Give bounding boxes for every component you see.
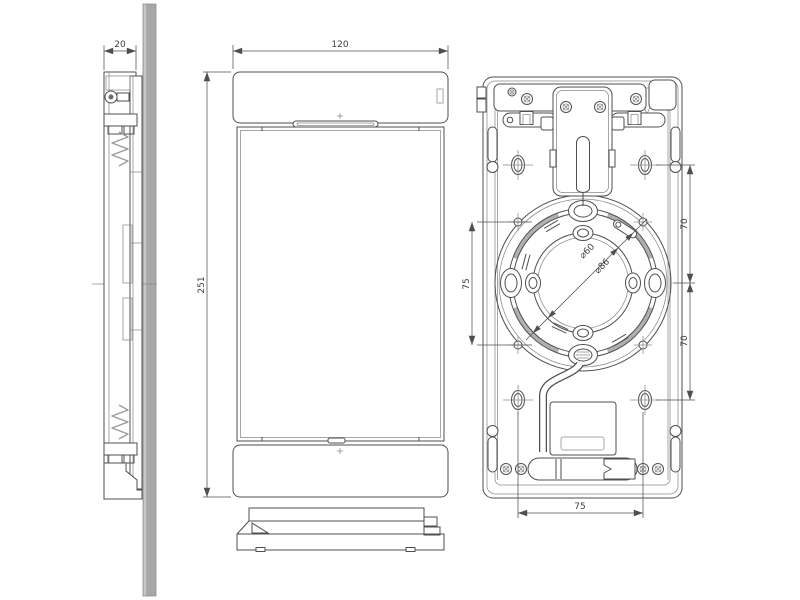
front-view: 120 251 xyxy=(197,40,449,498)
back-view: 75 70 70 75 ⌀60 ⌀86 xyxy=(462,76,695,518)
side-lock-screw xyxy=(104,90,130,104)
spring-top xyxy=(111,131,129,167)
screw xyxy=(560,101,572,113)
keyhole-slot xyxy=(576,136,590,193)
cable-compartment xyxy=(549,401,617,456)
screw xyxy=(521,93,533,105)
front-top-cap xyxy=(232,71,449,124)
dim-width-label: 120 xyxy=(331,40,348,50)
side-hooks xyxy=(486,126,682,473)
front-screen xyxy=(240,130,441,438)
center-mark-bottom xyxy=(337,448,343,454)
back-outline xyxy=(482,76,683,499)
gusset-triangle xyxy=(251,522,270,534)
screw xyxy=(652,463,664,475)
dim-left-label: 75 xyxy=(462,278,472,289)
bottom-bar xyxy=(527,457,638,481)
dim-outer-dia-label: ⌀86 xyxy=(593,257,612,276)
screw xyxy=(500,463,512,475)
front-bottom-cap xyxy=(232,444,449,498)
spring-bottom xyxy=(111,404,129,440)
base-slab xyxy=(236,533,445,551)
dim-bottom-hole-spacing: 75 xyxy=(517,412,644,518)
screw xyxy=(507,87,517,97)
wall-section xyxy=(142,3,157,597)
left-edge-connector xyxy=(476,86,487,99)
side-view: 20 xyxy=(92,40,157,500)
screw xyxy=(515,463,527,475)
dim-bottom-label: 75 xyxy=(574,502,585,512)
mount-ovals xyxy=(503,150,660,415)
speaker-slot xyxy=(292,120,379,128)
front-body-frame xyxy=(236,126,445,442)
wall-bracket xyxy=(540,86,625,206)
bottom-view xyxy=(236,507,445,552)
edge-mark xyxy=(436,88,444,104)
side-foot xyxy=(103,462,143,500)
dim-right-upper-label: 70 xyxy=(680,218,690,230)
dim-left-hole-spacing: 75 xyxy=(462,221,532,346)
dim-right-lower-label: 70 xyxy=(680,335,690,347)
screw xyxy=(594,101,606,113)
dim-inner-dia-label: ⌀60 xyxy=(578,242,597,261)
home-tab xyxy=(327,437,346,444)
dim-height-label: 251 xyxy=(197,276,207,293)
bayonet-hook xyxy=(612,219,638,239)
center-mark-top xyxy=(337,113,343,119)
dim-depth: 20 xyxy=(103,40,137,70)
dim-height: 251 xyxy=(197,71,231,498)
wall-bar-highlight xyxy=(143,4,147,596)
dim-width: 120 xyxy=(232,40,449,69)
dim-right-spacing: 70 70 xyxy=(656,164,695,401)
dim-depth-label: 20 xyxy=(114,40,126,50)
wall-bar xyxy=(142,3,157,597)
screw xyxy=(630,93,642,105)
corner-tab xyxy=(648,79,677,111)
